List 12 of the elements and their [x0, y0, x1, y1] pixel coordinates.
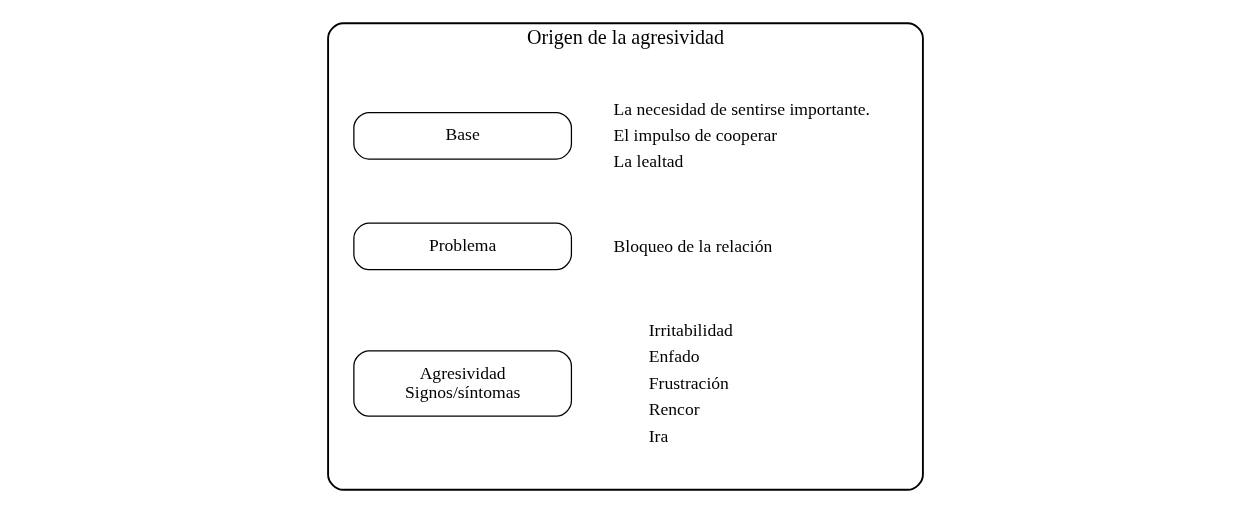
node-label: Rencor [648, 399, 700, 420]
node-label: El impulso de cooperar [613, 125, 778, 146]
node-label: Irritabilidad [648, 319, 733, 340]
node-box: Agresividad Signos/síntomas [353, 350, 573, 417]
node-box: Problema [353, 222, 573, 271]
node-label: Bloqueo de la relación [613, 235, 773, 256]
node-label: Ira [648, 425, 669, 446]
node-label: La lealtad [613, 151, 684, 172]
node-label: Enfado [648, 346, 700, 367]
node-label: Frustración [648, 372, 729, 393]
node-box: Base [353, 111, 573, 160]
node-label: La necesidad de sentirse importante. [613, 98, 871, 119]
